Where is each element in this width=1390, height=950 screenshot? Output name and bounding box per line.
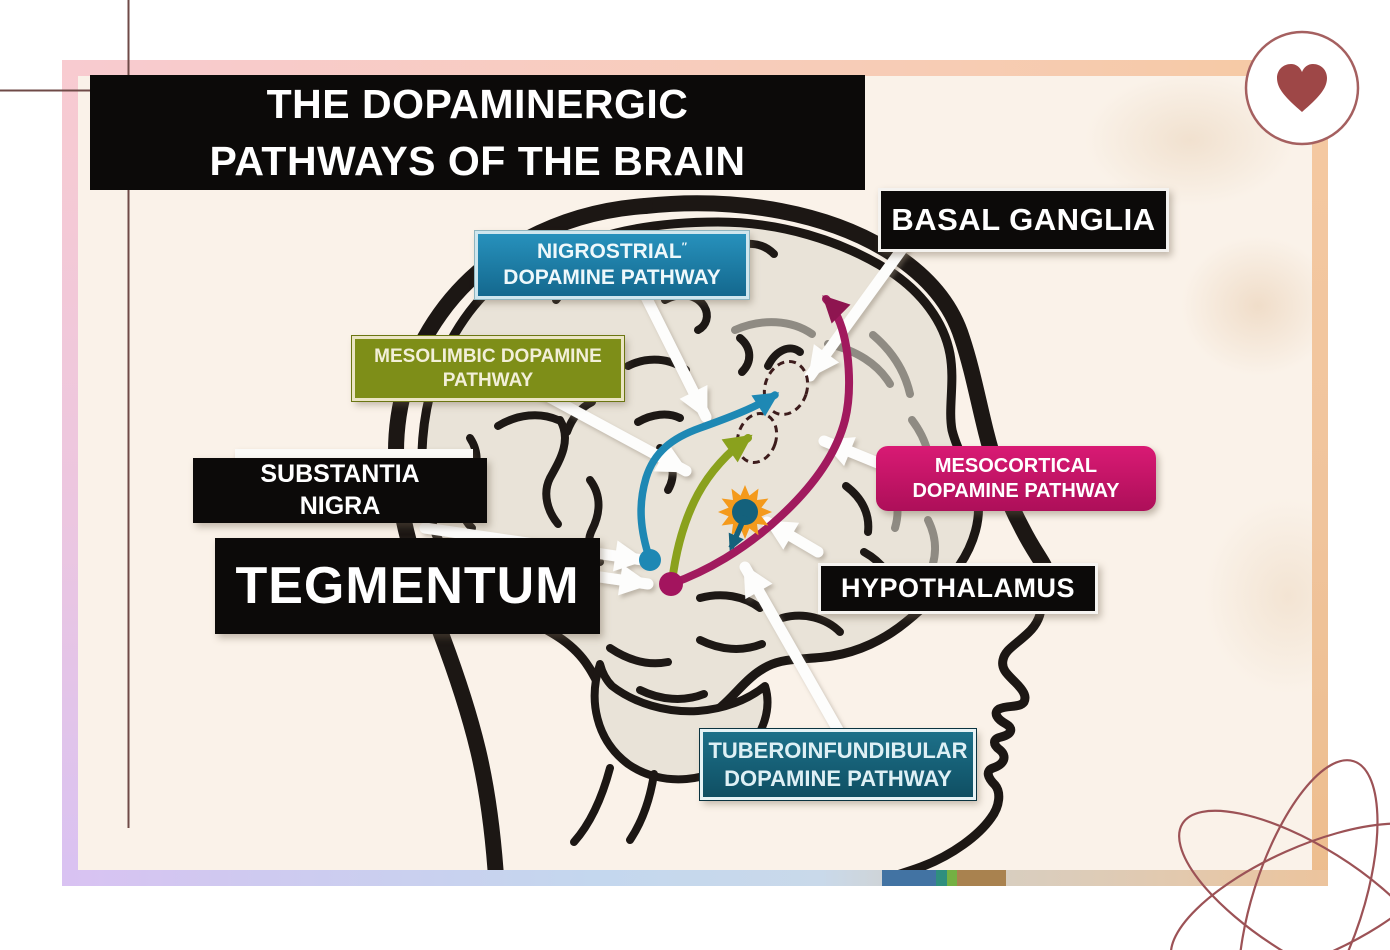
strip-segment-green [947, 870, 957, 886]
title-line-1: THE DOPAMINERGIC [266, 80, 689, 127]
mesolimbic-pathway-line [668, 434, 753, 586]
starburst-icon [718, 485, 772, 552]
atom-lines-icon [1169, 759, 1390, 950]
frame-border-left [62, 60, 78, 886]
label-mesolimbic-pathway: MESOLIMBIC DOPAMINE PATHWAY [351, 335, 625, 402]
nigrostrial-pathway-line [637, 391, 780, 564]
label-tegmentum: TEGMENTUM [215, 538, 600, 634]
arrow-basal-ganglia [804, 239, 911, 382]
label-mesocortical-pathway: MESOCORTICAL DOPAMINE PATHWAY [876, 446, 1156, 511]
label-line-1: MESOCORTICAL [934, 454, 1098, 477]
label-tuberoinfundibular-pathway: TUBEROINFUNDIBULAR DOPAMINE PATHWAY [699, 728, 977, 801]
strip-segment-teal [936, 870, 947, 886]
heart-icon [1244, 30, 1360, 146]
tuberoinfundibular-pathway-line [728, 514, 748, 552]
label-mark: ″ [681, 240, 687, 253]
label-text: NIGROSTRIAL [537, 239, 682, 263]
tegmentum-dot [659, 572, 683, 596]
arrow-tegmentum [594, 564, 654, 596]
label-line-2: DOPAMINE PATHWAY [912, 479, 1120, 502]
page-title: THE DOPAMINERGIC PATHWAYS OF THE BRAIN [90, 75, 865, 190]
label-text: BASAL GANGLIA [891, 201, 1156, 237]
label-line-1: TUBEROINFUNDIBULAR [708, 738, 968, 763]
label-basal-ganglia: BASAL GANGLIA [878, 188, 1169, 252]
strip-segment-tan [957, 870, 1006, 886]
label-line-2: DOPAMINE PATHWAY [724, 765, 952, 791]
label-text: HYPOTHALAMUS [841, 572, 1075, 603]
title-line-2: PATHWAYS OF THE BRAIN [209, 137, 746, 184]
frame-border-bottom [62, 870, 1328, 886]
label-line-2: NIGRA [299, 491, 381, 520]
arrow-hypothalamus [761, 516, 824, 558]
frame-border-top [62, 60, 1328, 76]
label-line-1: MESOLIMBIC DOPAMINE [374, 345, 602, 367]
label-nigrostrial-pathway: NIGROSTRIAL″ DOPAMINE PATHWAY [474, 230, 750, 300]
label-line-2: PATHWAY [442, 369, 534, 391]
label-line-2: DOPAMINE PATHWAY [503, 266, 721, 289]
label-substantia-nigra: SUBSTANTIA NIGRA [193, 458, 487, 523]
label-hypothalamus: HYPOTHALAMUS [818, 563, 1098, 614]
label-line-1: SUBSTANTIA [260, 460, 420, 489]
arrow-mesolimbic [534, 386, 692, 477]
label-text: TEGMENTUM [235, 556, 580, 615]
frame-border-right [1312, 60, 1328, 886]
strip-segment-blue [882, 870, 936, 886]
arrow-nigrostrial [639, 289, 712, 423]
label-line-1: NIGROSTRIAL″ [478, 239, 746, 265]
arrow-tuberoinfundibular [739, 561, 844, 736]
substantia-nigra-dot [639, 549, 661, 571]
brainstem-lines [570, 764, 658, 846]
